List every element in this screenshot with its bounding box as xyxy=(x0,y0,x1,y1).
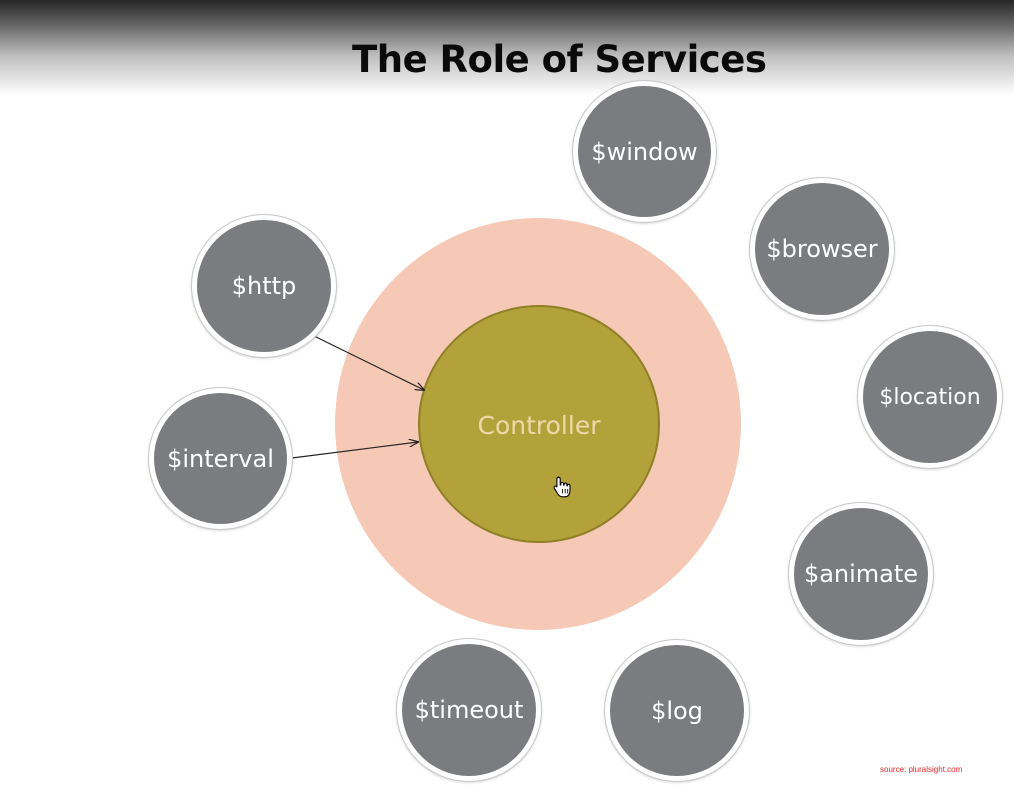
service-log-label: $log xyxy=(651,696,703,725)
service-browser-label: $browser xyxy=(766,235,878,263)
service-log-node: $log xyxy=(605,640,749,781)
service-location-node: $location xyxy=(858,326,1002,468)
service-animate-label: $animate xyxy=(803,560,919,588)
controller-node: Controller xyxy=(418,305,660,543)
service-window-label: $window xyxy=(591,137,698,166)
service-interval-label: $interval xyxy=(167,444,274,473)
top-gradient-band xyxy=(0,0,1014,95)
service-interval-node: $interval xyxy=(149,388,292,529)
arrow-http-to-controller xyxy=(309,333,424,390)
controller-label: Controller xyxy=(477,411,601,440)
arrow-interval-to-controller xyxy=(291,442,418,459)
service-window-node: $window xyxy=(573,81,716,222)
source-attribution: source: pluralsight.com xyxy=(880,765,963,774)
hand-pointer-icon xyxy=(553,476,571,498)
service-browser-node: $browser xyxy=(750,178,894,320)
service-timeout-node: $timeout xyxy=(397,639,541,781)
service-timeout-label: $timeout xyxy=(414,696,524,724)
service-http-node: $http xyxy=(192,215,336,357)
service-animate-node: $animate xyxy=(789,503,933,645)
service-http-label: $http xyxy=(231,272,297,300)
service-location-label: $location xyxy=(879,384,981,410)
slide-title: The Role of Services xyxy=(352,38,767,81)
